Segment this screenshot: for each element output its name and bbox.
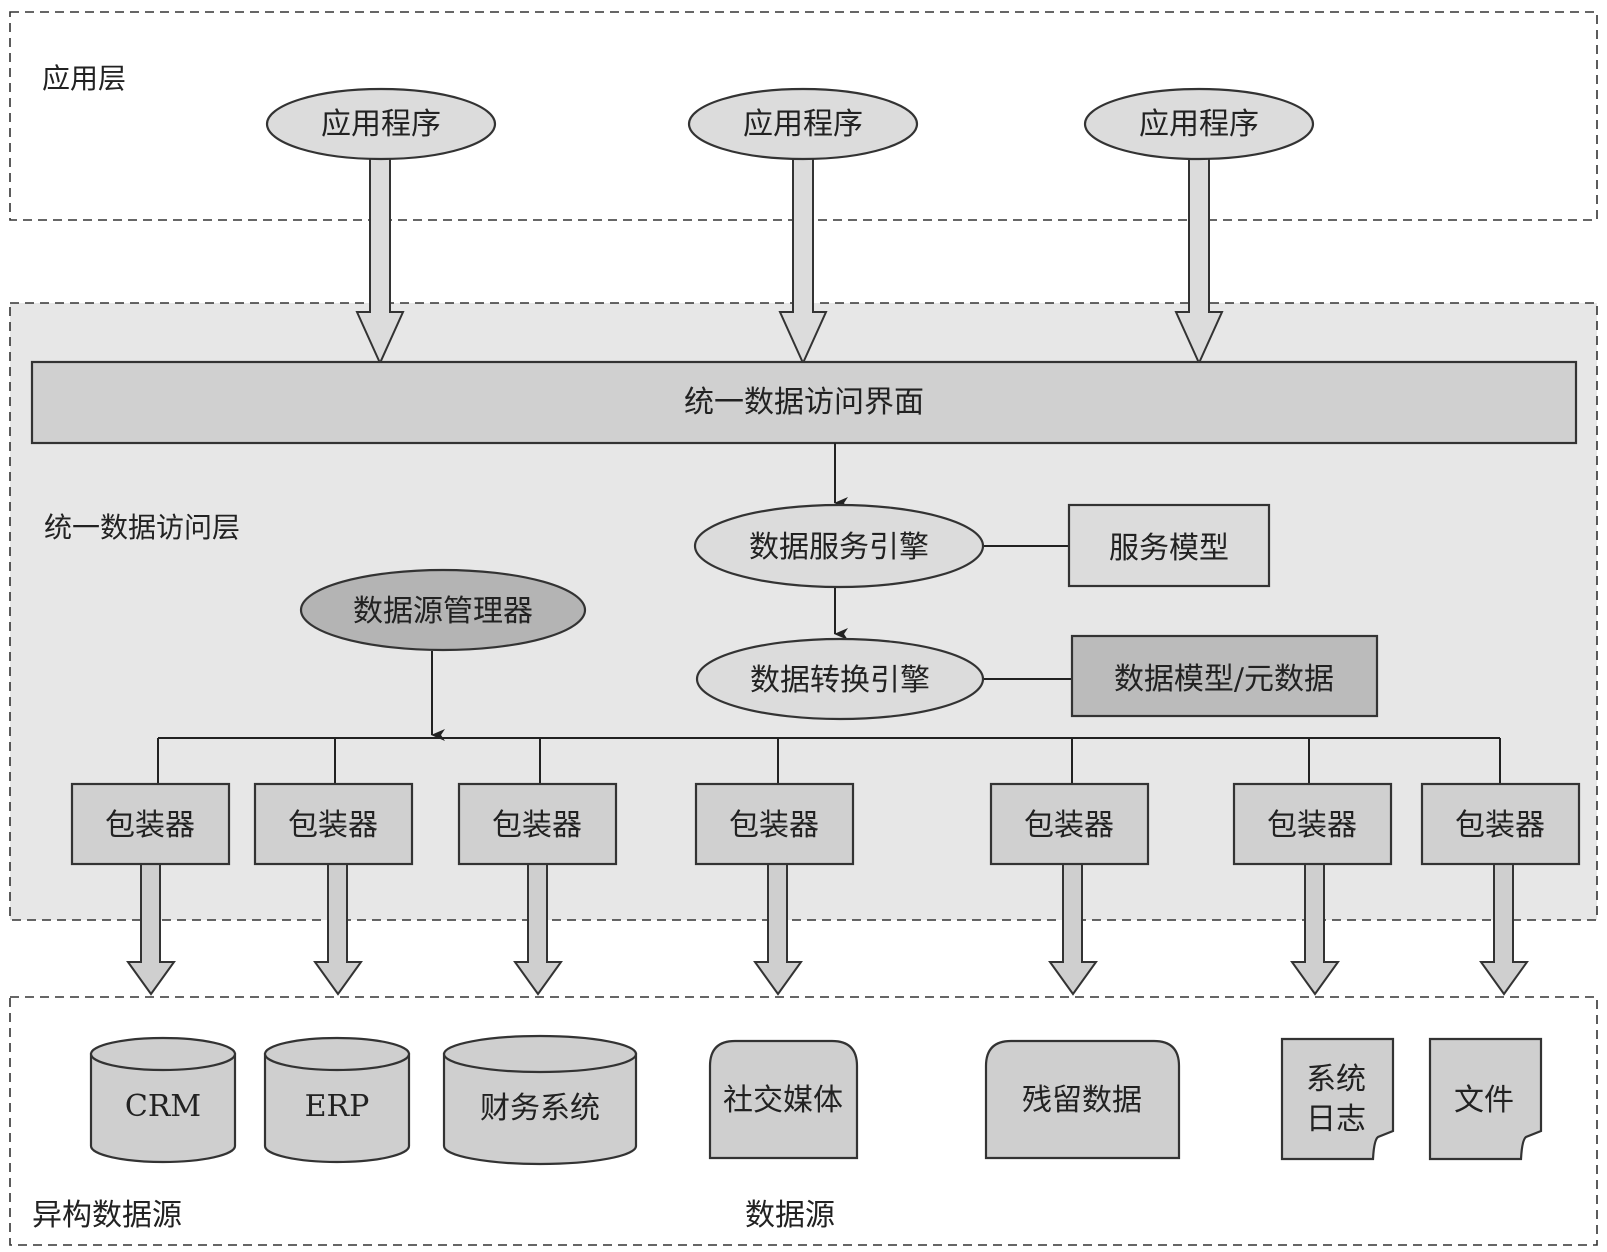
database-icon	[442, 1052, 638, 1166]
wrapper-box	[457, 782, 618, 866]
wrapper-arrow-7	[1479, 863, 1529, 996]
source-label: CRM	[125, 1089, 201, 1124]
app-node-1[interactable]: 应用程序	[265, 87, 497, 161]
wrapper-1[interactable]: 包装器	[70, 782, 231, 866]
wrapper-label: 包装器	[1024, 808, 1114, 843]
service-engine[interactable]: 数据服务引擎	[693, 503, 985, 589]
source-crm[interactable]: CRM	[89, 1036, 237, 1164]
database-top	[89, 1036, 237, 1072]
database-top	[442, 1034, 638, 1074]
app-arrows	[355, 151, 1224, 366]
source-manager-ellipse	[299, 568, 587, 652]
wrapper-label: 包装器	[288, 808, 378, 843]
storage-icon	[984, 1039, 1181, 1160]
transform-engine-ellipse	[695, 637, 985, 721]
database-top	[263, 1036, 411, 1072]
unified-interface-box	[30, 360, 1578, 445]
wrapper-label: 包装器	[492, 808, 582, 843]
document-icon	[1280, 1037, 1395, 1161]
wrapper-label: 包装器	[729, 808, 819, 843]
source-label: 社交媒体	[723, 1083, 843, 1118]
application-layer-label: 应用层	[42, 62, 126, 95]
wrappers: 包装器 包装器 包装器 包装器 包装器 包装器 包装器	[70, 782, 1581, 866]
app-node-3[interactable]: 应用程序	[1083, 87, 1315, 161]
transform-engine-label: 数据转换引擎	[750, 663, 930, 698]
database-icon	[263, 1052, 411, 1164]
wrapper-label: 包装器	[105, 808, 195, 843]
wrapper-4[interactable]: 包装器	[694, 782, 855, 866]
wrapper-arrow-5	[1048, 863, 1098, 996]
app-label: 应用程序	[1139, 107, 1259, 142]
app-ellipse	[687, 87, 919, 161]
wrapper-arrow-6	[1290, 863, 1340, 996]
wrapper-bus	[157, 737, 1501, 784]
source-file[interactable]: 文件	[1428, 1037, 1543, 1161]
service-model-label: 服务模型	[1109, 531, 1229, 566]
app-label: 应用程序	[321, 107, 441, 142]
source-legacy-data[interactable]: 残留数据	[984, 1039, 1181, 1160]
wrapper-7[interactable]: 包装器	[1420, 782, 1581, 866]
wrapper-box	[694, 782, 855, 866]
source-manager-label: 数据源管理器	[353, 594, 533, 629]
wrapper-2[interactable]: 包装器	[253, 782, 414, 866]
sources-layer: 异构数据源 数据源	[9, 996, 1598, 1246]
sources-layer-label: 异构数据源	[32, 1198, 182, 1233]
data-model[interactable]: 数据模型/元数据	[1070, 634, 1379, 718]
document-icon	[1428, 1037, 1543, 1161]
wrapper-box	[70, 782, 231, 866]
source-system-log[interactable]: 系统 日志	[1280, 1037, 1395, 1161]
service-model[interactable]: 服务模型	[1067, 503, 1271, 588]
database-icon	[89, 1052, 237, 1164]
wrapper-3[interactable]: 包装器	[457, 782, 618, 866]
data-model-label: 数据模型/元数据	[1114, 662, 1334, 697]
source-erp[interactable]: ERP	[263, 1036, 411, 1164]
wrapper-5[interactable]: 包装器	[989, 782, 1150, 866]
service-engine-ellipse	[693, 503, 985, 589]
source-label: ERP	[305, 1089, 370, 1124]
unified-interface-label: 统一数据访问界面	[684, 385, 924, 420]
source-label: 财务系统	[480, 1091, 600, 1126]
source-label: 残留数据	[1022, 1083, 1142, 1118]
sources-layer-border	[9, 996, 1598, 1246]
service-engine-label: 数据服务引擎	[749, 530, 929, 565]
wrapper-6[interactable]: 包装器	[1232, 782, 1393, 866]
wrapper-box	[1420, 782, 1581, 866]
wrapper-arrow-4	[753, 863, 803, 996]
app-label: 应用程序	[743, 107, 863, 142]
app-ellipse	[1083, 87, 1315, 161]
app-ellipse	[265, 87, 497, 161]
sources-center-label: 数据源	[745, 1198, 835, 1233]
app-node-2[interactable]: 应用程序	[687, 87, 919, 161]
app-nodes: 应用程序 应用程序 应用程序	[265, 87, 1315, 161]
wrapper-arrow-2	[313, 863, 363, 996]
wrapper-box	[1232, 782, 1393, 866]
access-layer-label: 统一数据访问层	[44, 511, 240, 544]
source-label-line2: 日志	[1306, 1102, 1366, 1137]
source-label: 文件	[1454, 1083, 1514, 1118]
wrapper-label: 包装器	[1267, 808, 1357, 843]
service-model-box	[1067, 503, 1271, 588]
source-manager[interactable]: 数据源管理器	[299, 568, 587, 652]
unified-interface[interactable]: 统一数据访问界面	[30, 360, 1578, 445]
wrapper-arrows	[126, 863, 1529, 996]
data-sources: CRM ERP 财务系统 社交媒体 残留数据 系统 日志	[89, 1034, 1543, 1166]
wrapper-label: 包装器	[1455, 808, 1545, 843]
wrapper-box	[989, 782, 1150, 866]
source-social-media[interactable]: 社交媒体	[708, 1039, 859, 1160]
app-arrow-1	[355, 151, 405, 366]
source-finance[interactable]: 财务系统	[442, 1034, 638, 1166]
storage-icon	[708, 1039, 859, 1160]
source-label-line1: 系统	[1306, 1062, 1366, 1097]
app-arrow-2	[778, 151, 828, 366]
transform-engine[interactable]: 数据转换引擎	[695, 637, 985, 721]
wrapper-box	[253, 782, 414, 866]
wrapper-arrow-3	[513, 863, 563, 996]
access-layer-border	[9, 302, 1598, 921]
app-arrow-3	[1174, 151, 1224, 366]
data-model-box	[1070, 634, 1379, 718]
wrapper-arrow-1	[126, 863, 176, 996]
